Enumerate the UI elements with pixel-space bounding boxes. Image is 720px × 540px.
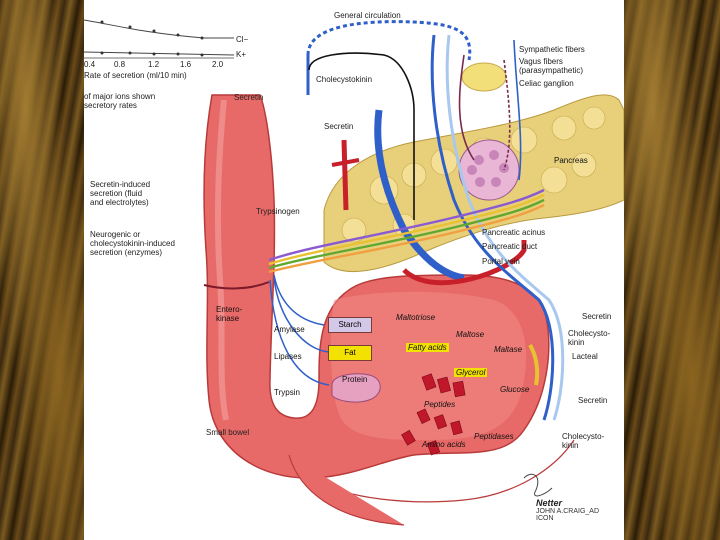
label-cholecystokinin-right: Cholecysto- kinin (568, 329, 610, 347)
label-cholecystokinin-lower: Cholecysto- kinin (562, 432, 604, 450)
label-lipases: Lipases (274, 352, 302, 361)
label-general-circulation: General circulation (334, 11, 401, 20)
label-trypsinogen: Trypsinogen (256, 207, 300, 216)
label-neurogenic-secretion: Neurogenic or cholecystokinin-induced se… (90, 230, 175, 257)
label-secretin: Secretin (234, 93, 263, 102)
signature-publisher: ICON (536, 515, 599, 522)
artist-signature: Netter JOHN A.CRAIG_AD ICON (536, 498, 599, 522)
label-sympathetic-fibers: Sympathetic fibers (519, 45, 585, 54)
label-glucose: Glucose (500, 385, 529, 394)
ion-graph (84, 20, 234, 58)
label-secretin-induced-secretion: Secretin-induced secretion (fluid and el… (90, 180, 150, 207)
signature-netter: Netter (536, 498, 599, 508)
signature-artist: JOHN A.CRAIG_AD (536, 508, 599, 515)
graph-caption: of major ions shown secretory rates (84, 92, 155, 110)
label-maltotriose: Maltotriose (396, 313, 435, 322)
label-portal-vein: Portal vein (482, 257, 520, 266)
label-celiac-ganglion: Celiac ganglion (519, 79, 574, 88)
label-amino-acids: Amino acids (422, 440, 466, 449)
label-maltose: Maltose (456, 330, 484, 339)
graph-tick: 0.4 (84, 60, 95, 69)
label-pancreas: Pancreas (554, 156, 588, 165)
left-background (0, 0, 84, 540)
label-secretin-right: Secretin (582, 312, 611, 321)
graph-ion-top: Cl− (236, 35, 248, 44)
right-background (624, 0, 720, 540)
celiac-ganglion (462, 63, 506, 91)
graph-tick: 2.0 (212, 60, 223, 69)
label-pancreatic-acinus: Pancreatic acinus (482, 228, 545, 237)
label-cholecystokinin: Cholecystokinin (316, 75, 372, 84)
label-maltase: Maltase (494, 345, 522, 354)
label-secretin: Secretin (324, 122, 353, 131)
label-secretin-lower: Secretin (578, 396, 607, 405)
graph-ion-bottom: K+ (236, 50, 246, 59)
graph-tick: 0.8 (114, 60, 125, 69)
graph-tick: 1.6 (180, 60, 191, 69)
label-glycerol: Glycerol (454, 368, 487, 377)
label-lacteal: Lacteal (572, 352, 598, 361)
label-small-bowel: Small bowel (206, 428, 249, 437)
label-trypsin: Trypsin (274, 388, 300, 397)
label-enterokinase: Entero- kinase (216, 305, 242, 323)
box-starch: Starch (328, 317, 372, 333)
graph-xlabel: Rate of secretion (ml/10 min) (84, 71, 187, 80)
graph-tick: 1.2 (148, 60, 159, 69)
label-amylase: Amylase (274, 325, 305, 334)
label-pancreatic-duct: Pancreatic duct (482, 242, 537, 251)
label-vagus-fibers: Vagus fibers (parasympathetic) (519, 57, 583, 75)
label-protein: Protein (342, 375, 367, 384)
diagram-plate: Cl− K+ 0.4 0.8 1.2 1.6 2.0 Rate of secre… (84, 0, 624, 540)
label-peptidases: Peptidases (474, 432, 514, 441)
label-fatty-acids: Fatty acids (406, 343, 449, 352)
label-peptides: Peptides (424, 400, 455, 409)
box-fat: Fat (328, 345, 372, 361)
